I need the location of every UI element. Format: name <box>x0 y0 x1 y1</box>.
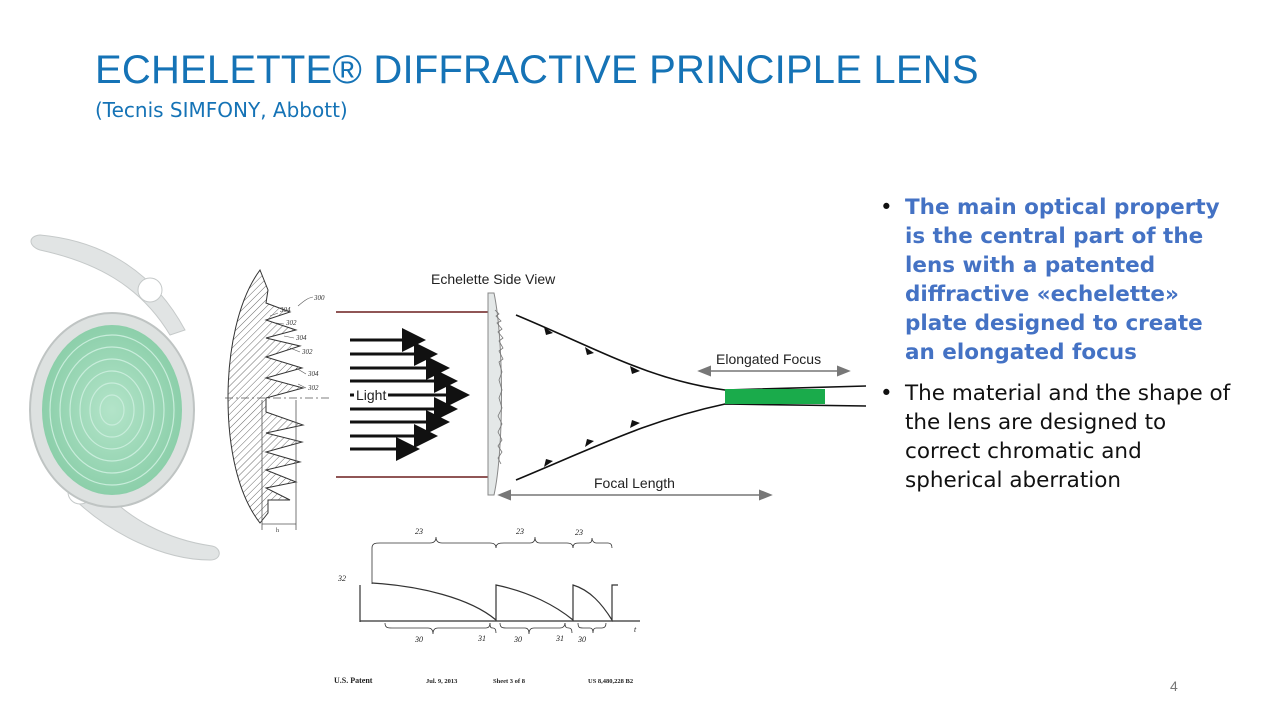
patent-profile-graph: 23 23 23 32 t 30 31 30 31 30 U.S. Patent… <box>334 527 640 685</box>
ref-30-a: 30 <box>414 635 423 644</box>
ref-302-c: 302 <box>307 384 319 392</box>
focal-length-label: Focal Length <box>594 475 675 491</box>
patent-date: Jul. 9, 2013 <box>426 678 458 685</box>
elongated-focus-label: Elongated Focus <box>716 351 821 367</box>
ref-23-a: 23 <box>415 527 423 536</box>
bullet-marker: • <box>880 195 893 220</box>
ref-300: 300 <box>313 294 325 302</box>
cross-section-h-label: h <box>276 528 279 534</box>
ref-304-c: 304 <box>307 370 319 378</box>
patent-label: U.S. Patent <box>334 676 373 685</box>
patent-sheet: Sheet 3 of 8 <box>493 678 526 685</box>
iol-lens-image <box>29 234 220 561</box>
ref-31-a: 31 <box>477 634 486 643</box>
ref-302-a: 302 <box>285 319 297 327</box>
ref-30-b: 30 <box>513 635 522 644</box>
ref-304-a: 304 <box>279 306 291 314</box>
ref-302-b: 302 <box>301 348 313 356</box>
optics-schematic: Echelette Side View Light <box>336 271 867 501</box>
patent-number: US 8,480,228 B2 <box>588 678 633 685</box>
slide-subtitle: (Tecnis SIMFONY, Abbott) <box>95 98 348 122</box>
bullet-list: • The main optical property is the centr… <box>880 193 1240 507</box>
ref-23-b: 23 <box>516 527 524 536</box>
slide-title: ECHELETTE® DIFFRACTIVE PRINCIPLE LENS <box>95 48 979 92</box>
bullet-text: The material and the shape of the lens a… <box>905 381 1231 493</box>
light-label: Light <box>356 387 386 403</box>
bullet-text-emphasis: The main optical property is the central… <box>905 195 1220 365</box>
bullet-marker: • <box>880 381 893 406</box>
bullet-item: • The material and the shape of the lens… <box>880 379 1240 495</box>
ref-30-c: 30 <box>577 635 586 644</box>
bullet-item: • The main optical property is the centr… <box>880 193 1240 367</box>
ref-t: t <box>634 625 637 634</box>
ref-304-b: 304 <box>295 334 307 342</box>
ref-32: 32 <box>337 574 346 583</box>
elongated-focus-region <box>725 389 825 404</box>
echelette-cross-section: h 300 304 302 304 302 304 302 <box>225 268 330 534</box>
page-number: 4 <box>1170 678 1178 694</box>
side-view-label: Echelette Side View <box>431 271 556 287</box>
ref-31-b: 31 <box>555 634 564 643</box>
ref-23-c: 23 <box>575 528 583 537</box>
